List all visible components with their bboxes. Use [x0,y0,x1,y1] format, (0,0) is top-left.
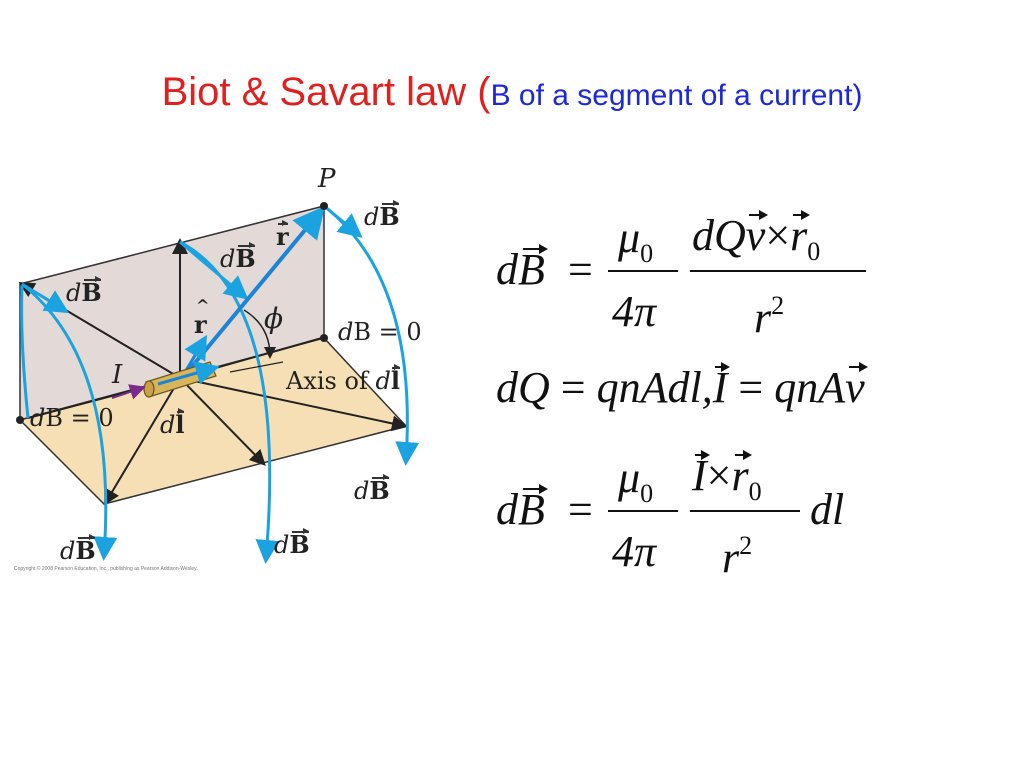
eq1-4pi: 4π [612,287,657,336]
biot-savart-figure: P dB r dB dB r ϕ dB = 0 I Axis of dl dB … [8,160,468,580]
eq3-lhs: dB [496,484,548,534]
eq3-frac-line-2 [690,510,800,512]
label-point-p: P [318,164,336,194]
title-main: Biot & Savart law ( [161,70,491,114]
eq3-mu0: μ0 [618,453,654,508]
figure-copyright: Copyright © 2008 Pearson Education, Inc.… [14,566,198,572]
label-db-top: dB [364,200,400,231]
label-r-vector: r [276,220,289,251]
label-db-mid: dB [220,242,256,273]
eq1-frac-line-1 [608,270,678,272]
label-r-hat: r [194,296,209,339]
eq3-equals: = [568,485,593,534]
eq1-lhs: dB [496,244,548,294]
eq3-numerator: I×r0 [692,450,762,506]
eq3-denominator: r2 [722,531,753,582]
eq1-equals: = [568,245,593,294]
figure-drawing [16,202,420,564]
label-db-zero-left: dB = 0 [30,404,114,432]
eq1-frac-line-2 [690,270,866,272]
eq1-numerator: dQv×r0 [692,210,821,266]
label-d: d [364,203,380,231]
eq3-frac-line-1 [608,510,678,512]
label-db-lower-right: dB [354,474,390,505]
eq1-denominator: r2 [754,291,785,342]
label-dl: dl [160,408,185,439]
title-sub: B of a segment of a current) [490,79,863,112]
label-current-i: I [112,360,123,390]
label-phi: ϕ [264,302,284,335]
label-b-vector: B [379,200,400,231]
slide-title: Biot & Savart law (B of a segment of a c… [0,70,1024,115]
label-db-bottom-mid: dB [274,528,310,559]
label-db-bottom-left: dB [60,534,96,565]
eq3-4pi: 4π [612,527,657,576]
eq1-mu0: μ0 [618,213,654,268]
wire-segment [143,361,220,398]
label-db-left: dB [66,276,102,307]
label-axis-of-dl: Axis of dl [286,364,400,395]
equation-dq-current: dQ = qnAdl,I = qnAv [496,362,868,412]
eq3-dl: dl [810,485,845,534]
label-db-zero-right: dB = 0 [338,318,422,346]
